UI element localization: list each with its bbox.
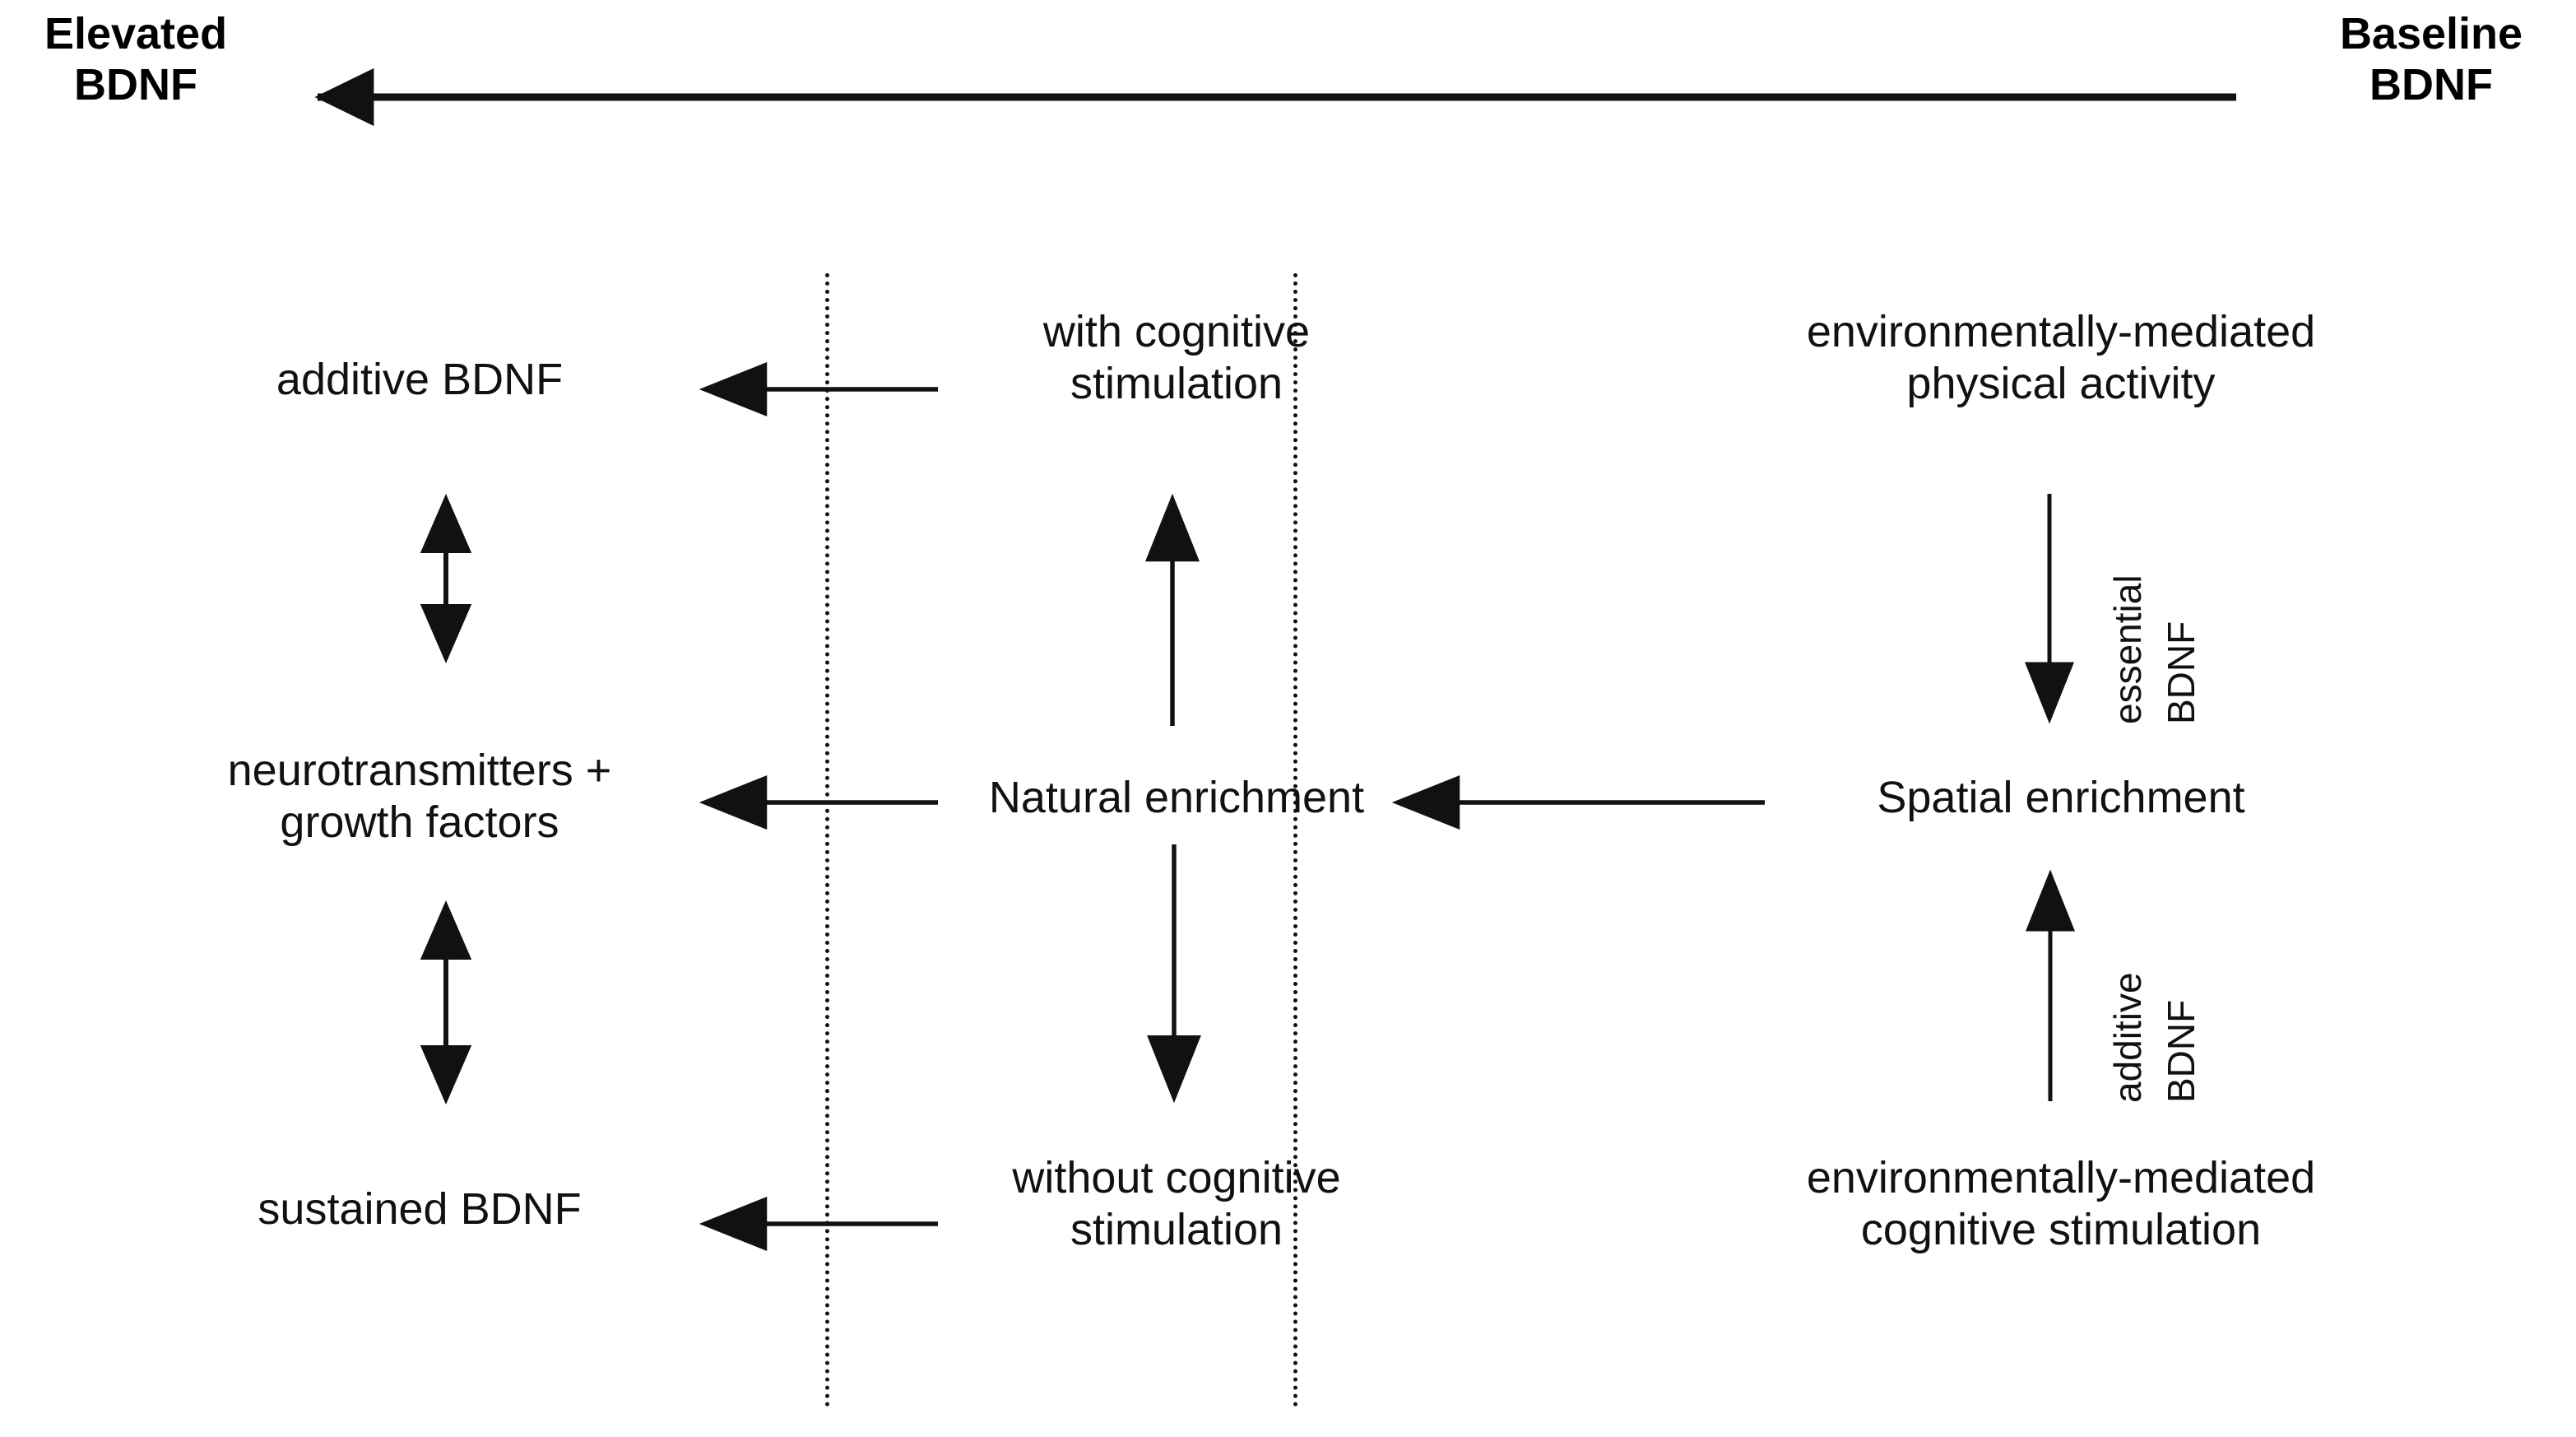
node-additive-bdnf: additive BDNF (276, 355, 564, 404)
node-neurotransmitters-growth-factors: neurotransmitters + growth factors (227, 746, 612, 848)
node-with-cognitive-stimulation: with cognitive stimulation (1042, 307, 1311, 409)
edge-label-additive-bdnf: BDNF (2160, 999, 2202, 1103)
edge-label-additive: additive (2106, 972, 2149, 1103)
node-without-cognitive-stimulation: without cognitive stimulation (1012, 1153, 1341, 1255)
node-sustained-bdnf: sustained BDNF (258, 1184, 582, 1234)
header-elevated-bdnf: Elevated BDNF (44, 9, 228, 110)
node-spatial-enrichment: Spatial enrichment (1877, 773, 2245, 822)
divider-right (1293, 273, 1297, 1407)
node-natural-enrichment: Natural enrichment (988, 773, 1365, 822)
divider-left (825, 273, 829, 1407)
header-baseline-bdnf: Baseline BDNF (2339, 9, 2523, 110)
node-environmentally-mediated-physical-activity: environmentally-mediated physical activi… (1806, 307, 2316, 409)
edge-label-essential-bdnf: BDNF (2160, 621, 2202, 724)
node-environmentally-mediated-cognitive-stimulation: environmentally-mediated cognitive stimu… (1806, 1153, 2316, 1255)
edge-label-essential: essential (2106, 574, 2149, 724)
